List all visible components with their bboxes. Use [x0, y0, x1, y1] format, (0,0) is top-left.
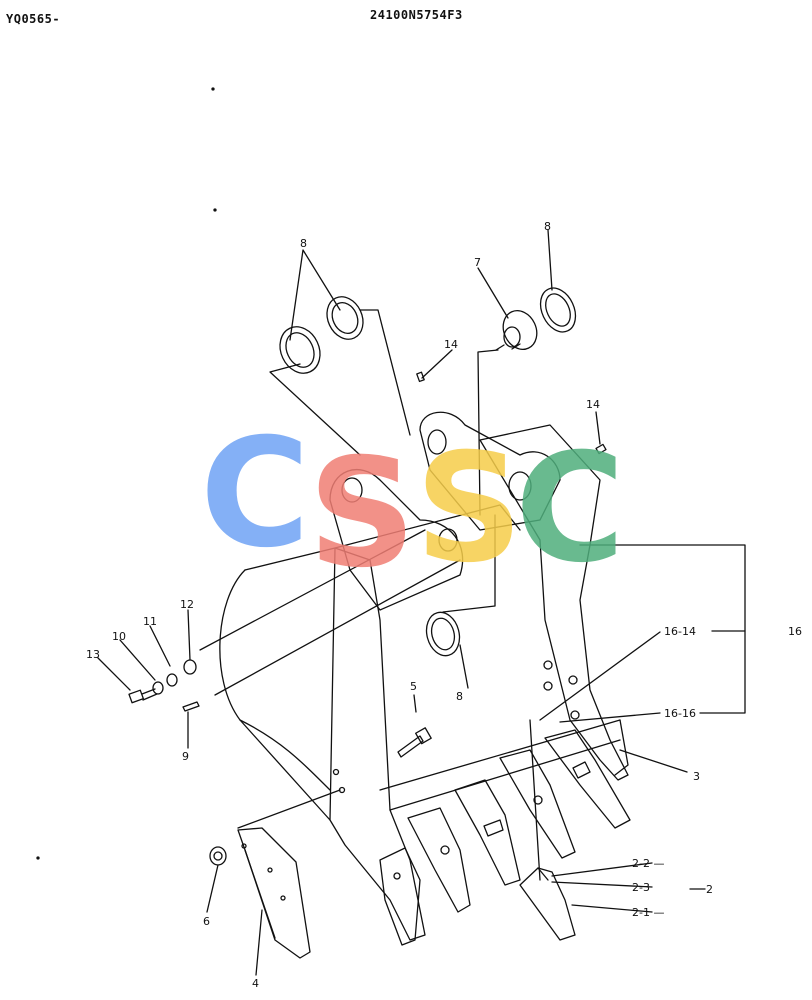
- leader-12: [187, 609, 191, 661]
- callout-8-top: 8: [300, 237, 307, 250]
- bolt-5: [397, 727, 432, 758]
- side-cutter: [237, 827, 311, 959]
- callout-3: 3: [693, 770, 700, 783]
- watermark-letter: C: [515, 422, 625, 596]
- speck: [213, 208, 217, 212]
- watermark-letter: C: [200, 407, 310, 581]
- bucket-tooth-2: [407, 807, 471, 913]
- callout-16-16: 16-16: [664, 707, 696, 720]
- callout-2-1: 2-1 —: [632, 906, 664, 919]
- leader-14-left: [421, 349, 453, 379]
- pin-9: [182, 701, 200, 712]
- bucket-tooth-3: [454, 779, 521, 886]
- callout-2: 2: [706, 883, 713, 896]
- watermark-cssc: C S S C: [200, 407, 625, 601]
- bucket-tooth-1: [379, 847, 421, 946]
- callout-16-14: 16-14: [664, 625, 696, 638]
- callout-16: 16: [788, 625, 802, 638]
- shim-ring-left-inner: [326, 296, 364, 340]
- leader-7-path: [477, 349, 499, 516]
- speck: [211, 87, 215, 91]
- leader-7: [477, 267, 509, 319]
- callout-5: 5: [410, 680, 417, 693]
- leader-4: [255, 909, 263, 976]
- callout-4: 4: [252, 977, 259, 990]
- pin-line-upper: [199, 529, 426, 651]
- callout-6: 6: [203, 915, 210, 928]
- leader-8-inner-path: [359, 309, 411, 436]
- leader-8-left-path: [269, 363, 361, 456]
- drawing-code: YQ0565-: [6, 12, 61, 26]
- side-cutter-line: [237, 789, 341, 829]
- callout-13: 13: [86, 648, 100, 661]
- bucket-body: [219, 504, 629, 941]
- callout-14-left: 14: [444, 338, 458, 351]
- bushing-flange: [495, 310, 538, 351]
- lock-pin-left: [416, 371, 425, 383]
- leader-2-set: [551, 862, 653, 913]
- leader-16-16: [559, 712, 661, 723]
- leader-16-bracket: [579, 544, 746, 714]
- callout-8-right: 8: [544, 220, 551, 233]
- nut-6: [209, 846, 227, 866]
- leader-8-lower-path: [442, 514, 496, 613]
- bucket-tooth-5: [544, 729, 631, 829]
- watermark-letter: S: [308, 427, 416, 601]
- callout-2-3: 2-3: [632, 881, 650, 894]
- link-bracket-right: [419, 411, 561, 531]
- shim-ring-lower: [425, 611, 461, 657]
- callout-7: 7: [474, 256, 481, 269]
- leader-13: [97, 657, 131, 691]
- leader-11: [149, 625, 171, 667]
- shim-ring-right: [539, 287, 577, 333]
- lock-pin-right: [595, 443, 607, 455]
- link-bracket-left: [329, 469, 464, 611]
- washer-10: [152, 681, 164, 695]
- speck: [36, 856, 40, 860]
- bucket-tooth-4: [499, 749, 576, 859]
- callout-8-lower: 8: [456, 690, 463, 703]
- leader-8-lower: [459, 644, 469, 689]
- callout-labels: 8 8 7 14 14 12 11 10 13 9 8 5 6 4 3 16-1…: [86, 220, 802, 990]
- callout-12: 12: [180, 598, 194, 611]
- boss-holes-left: [332, 768, 346, 794]
- bolt-13: [128, 688, 158, 704]
- boom-bracket: [479, 424, 629, 781]
- nut-12: [183, 659, 197, 675]
- leader-14-right: [595, 411, 601, 445]
- shim-ring-left-outer: [279, 326, 321, 374]
- callout-11: 11: [143, 615, 157, 628]
- callout-2-2: 2-2 —: [632, 857, 664, 870]
- leader-6: [206, 864, 219, 913]
- washer-11: [166, 673, 178, 687]
- leader-3: [619, 749, 688, 773]
- pin-line-lower: [214, 559, 461, 696]
- callout-10: 10: [112, 630, 126, 643]
- leader-10: [119, 639, 156, 681]
- tooth-point-2: [519, 867, 576, 941]
- leader-8-top: [289, 249, 341, 341]
- leader-8-right: [547, 229, 553, 291]
- leader-5: [413, 694, 417, 713]
- watermark-letter: S: [415, 422, 523, 596]
- callout-9: 9: [182, 750, 189, 763]
- leader-16-14: [539, 631, 661, 721]
- part-number-title: 24100N5754F3: [370, 8, 463, 22]
- callout-14-right: 14: [586, 398, 600, 411]
